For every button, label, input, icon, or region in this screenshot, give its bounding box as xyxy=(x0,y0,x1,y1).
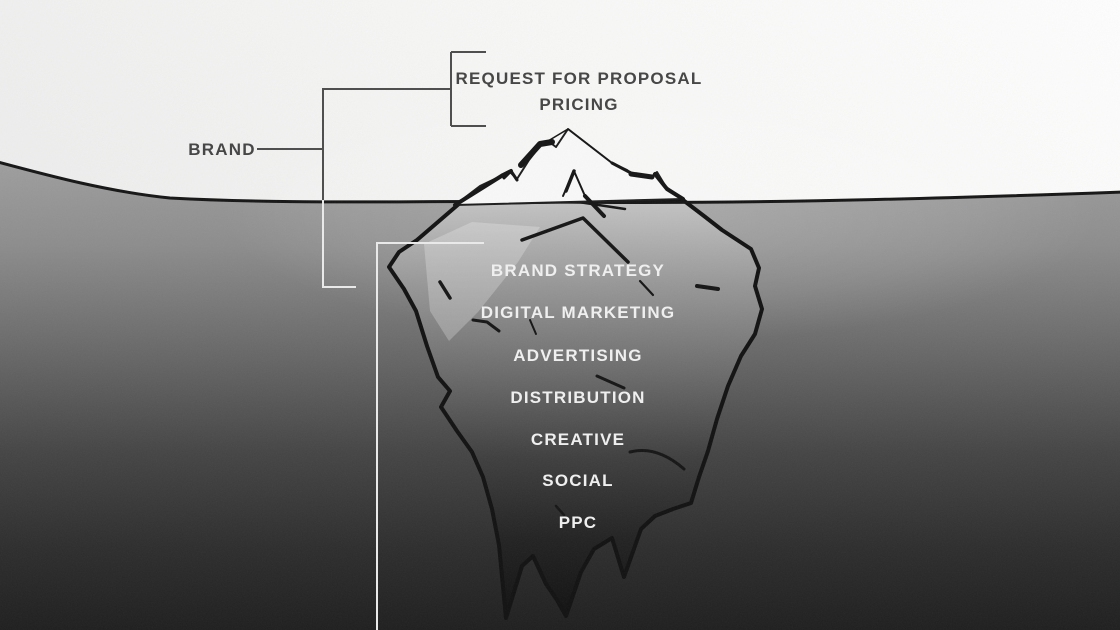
below-water-label: DIGITAL MARKETING xyxy=(480,303,676,322)
above-water-label: REQUEST FOR PROPOSAL xyxy=(455,69,703,88)
brand-bracket-lines xyxy=(257,51,486,200)
below-water-label: SOCIAL xyxy=(542,471,614,490)
below-water-label: PPC xyxy=(558,513,598,532)
below-water-label: DISTRIBUTION xyxy=(510,388,646,407)
above-water-label: PRICING xyxy=(539,95,619,114)
below-water-label: ADVERTISING xyxy=(513,346,643,365)
below-water-label: BRAND STRATEGY xyxy=(490,261,666,280)
brand-label: BRAND xyxy=(188,140,256,159)
underwater-leader-lines xyxy=(322,200,484,630)
below-water-label: CREATIVE xyxy=(530,430,626,449)
